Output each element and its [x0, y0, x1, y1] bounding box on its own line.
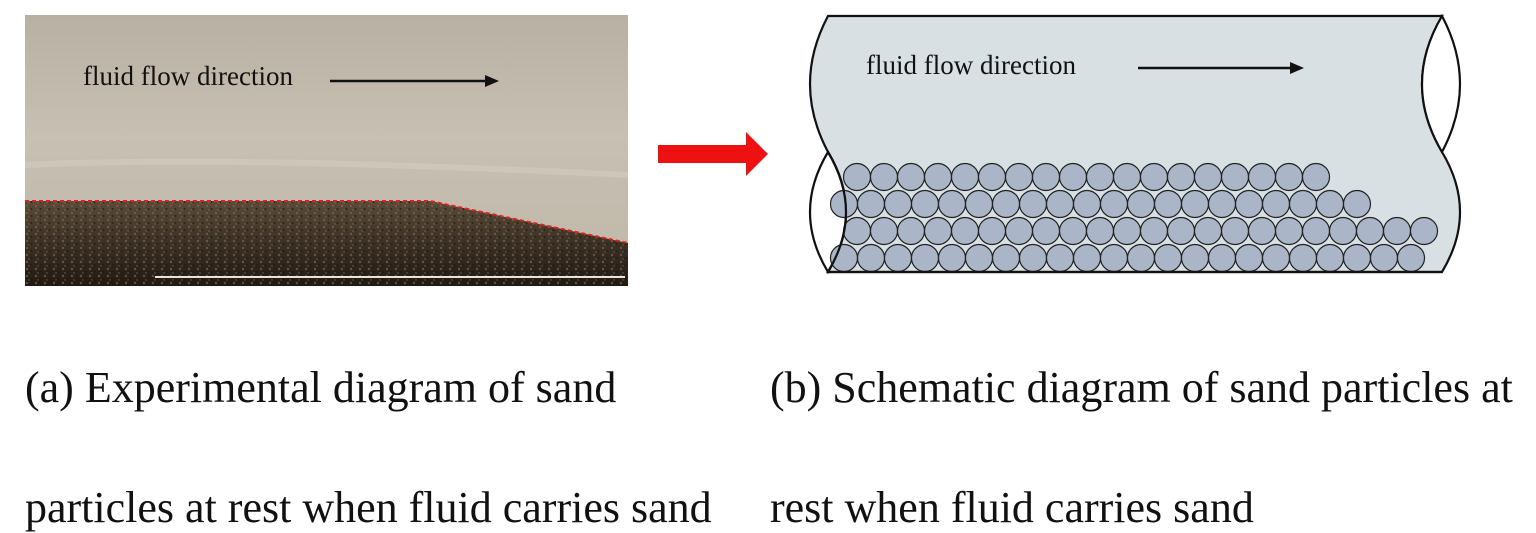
caption-b-line2: rest when fluid carries sand	[770, 483, 1254, 532]
caption-a-line2: particles at rest when fluid carries san…	[25, 483, 712, 532]
right-arrow-icon	[1138, 62, 1304, 74]
caption-a-line1: (a) Experimental diagram of sand	[25, 363, 617, 412]
pipe-right-opening	[1421, 13, 1461, 155]
pipe-reflection	[25, 158, 628, 178]
sand-particle	[1099, 189, 1129, 219]
sand-particle	[1342, 243, 1372, 273]
sand-particle	[1139, 216, 1169, 246]
sand-particle	[842, 162, 872, 192]
sand-particle	[1207, 243, 1237, 273]
sand-particle	[991, 189, 1021, 219]
right-arrow-icon	[330, 75, 499, 87]
sand-particle	[1315, 243, 1345, 273]
sand-particle	[1396, 243, 1426, 273]
sand-particle	[1139, 162, 1169, 192]
sand-particle	[856, 189, 886, 219]
sand-particle	[1072, 243, 1102, 273]
sand-particle	[964, 189, 994, 219]
sand-particle	[950, 162, 980, 192]
sand-particle	[1072, 189, 1102, 219]
sand-particle	[1085, 216, 1115, 246]
sand-particle	[1112, 162, 1142, 192]
sand-particle	[1247, 216, 1277, 246]
sand-particle	[1166, 216, 1196, 246]
sand-particle	[1382, 216, 1412, 246]
sand-particle	[923, 162, 953, 192]
sand-particle	[1261, 189, 1291, 219]
sand-particle	[937, 243, 967, 273]
sand-particle	[1193, 216, 1223, 246]
sand-particle	[977, 162, 1007, 192]
sand-particle	[869, 162, 899, 192]
sand-particle	[1166, 162, 1196, 192]
sand-particle	[1409, 216, 1439, 246]
sand-particle	[977, 216, 1007, 246]
sand-particle	[991, 243, 1021, 273]
experimental-photo: fluid flow direction	[25, 15, 628, 286]
sand-particle	[1126, 243, 1156, 273]
pipe-left-edge	[827, 151, 848, 273]
sand-particle	[964, 243, 994, 273]
sand-particle	[1288, 243, 1318, 273]
sand-particle	[896, 216, 926, 246]
sand-particles	[829, 162, 1439, 273]
sand-particle	[1004, 162, 1034, 192]
sand-texture	[25, 201, 628, 286]
sand-particle	[1045, 243, 1075, 273]
sand-particle	[1274, 162, 1304, 192]
sand-particle	[1193, 162, 1223, 192]
sand-particle	[1180, 189, 1210, 219]
sand-particle	[1004, 216, 1034, 246]
sand-particle	[1220, 216, 1250, 246]
sand-particle	[1247, 162, 1277, 192]
sand-particle	[1153, 189, 1183, 219]
schematic-diagram: fluid flow direction	[790, 12, 1530, 280]
sand-particle	[1058, 162, 1088, 192]
sand-particle	[1261, 243, 1291, 273]
sand-particle	[1315, 189, 1345, 219]
sand-particle	[1018, 189, 1048, 219]
sand-particle	[910, 189, 940, 219]
sand-particle	[1342, 189, 1372, 219]
sand-particle	[1126, 189, 1156, 219]
flow-direction-label: fluid flow direction	[866, 50, 1076, 80]
sand-particle	[1288, 189, 1318, 219]
sand-particle	[1234, 189, 1264, 219]
sand-particle	[842, 216, 872, 246]
sand-particle	[1274, 216, 1304, 246]
sand-particle	[1045, 189, 1075, 219]
sand-particle	[1234, 243, 1264, 273]
sand-particle	[1031, 162, 1061, 192]
experimental-photo-graphic	[25, 15, 628, 286]
sand-particle	[883, 189, 913, 219]
sand-particle	[856, 243, 886, 273]
sand-particle	[937, 189, 967, 219]
flow-direction-label: fluid flow direction	[83, 61, 293, 91]
sand-particle	[1099, 243, 1129, 273]
red-right-arrow-icon	[658, 128, 768, 180]
sand-particle	[1369, 243, 1399, 273]
sand-particle	[883, 243, 913, 273]
sand-particle	[1328, 216, 1358, 246]
caption-b-line1: (b) Schematic diagram of sand particles …	[770, 363, 1513, 412]
sand-particle	[1301, 162, 1331, 192]
sand-particle	[896, 162, 926, 192]
sand-particle	[1355, 216, 1385, 246]
sand-particle	[1031, 216, 1061, 246]
sand-particle	[1301, 216, 1331, 246]
schematic-graphic	[808, 13, 1462, 275]
sand-particle	[1112, 216, 1142, 246]
sand-particle	[1153, 243, 1183, 273]
sand-interface-line	[25, 200, 628, 244]
sand-particle	[1180, 243, 1210, 273]
sand-particle	[1207, 189, 1237, 219]
sand-particle	[910, 243, 940, 273]
sand-particle	[950, 216, 980, 246]
sand-particle	[1085, 162, 1115, 192]
sand-particle	[869, 216, 899, 246]
sand-particle	[1058, 216, 1088, 246]
sand-particle	[1018, 243, 1048, 273]
sand-particle	[923, 216, 953, 246]
sand-particle	[1220, 162, 1250, 192]
